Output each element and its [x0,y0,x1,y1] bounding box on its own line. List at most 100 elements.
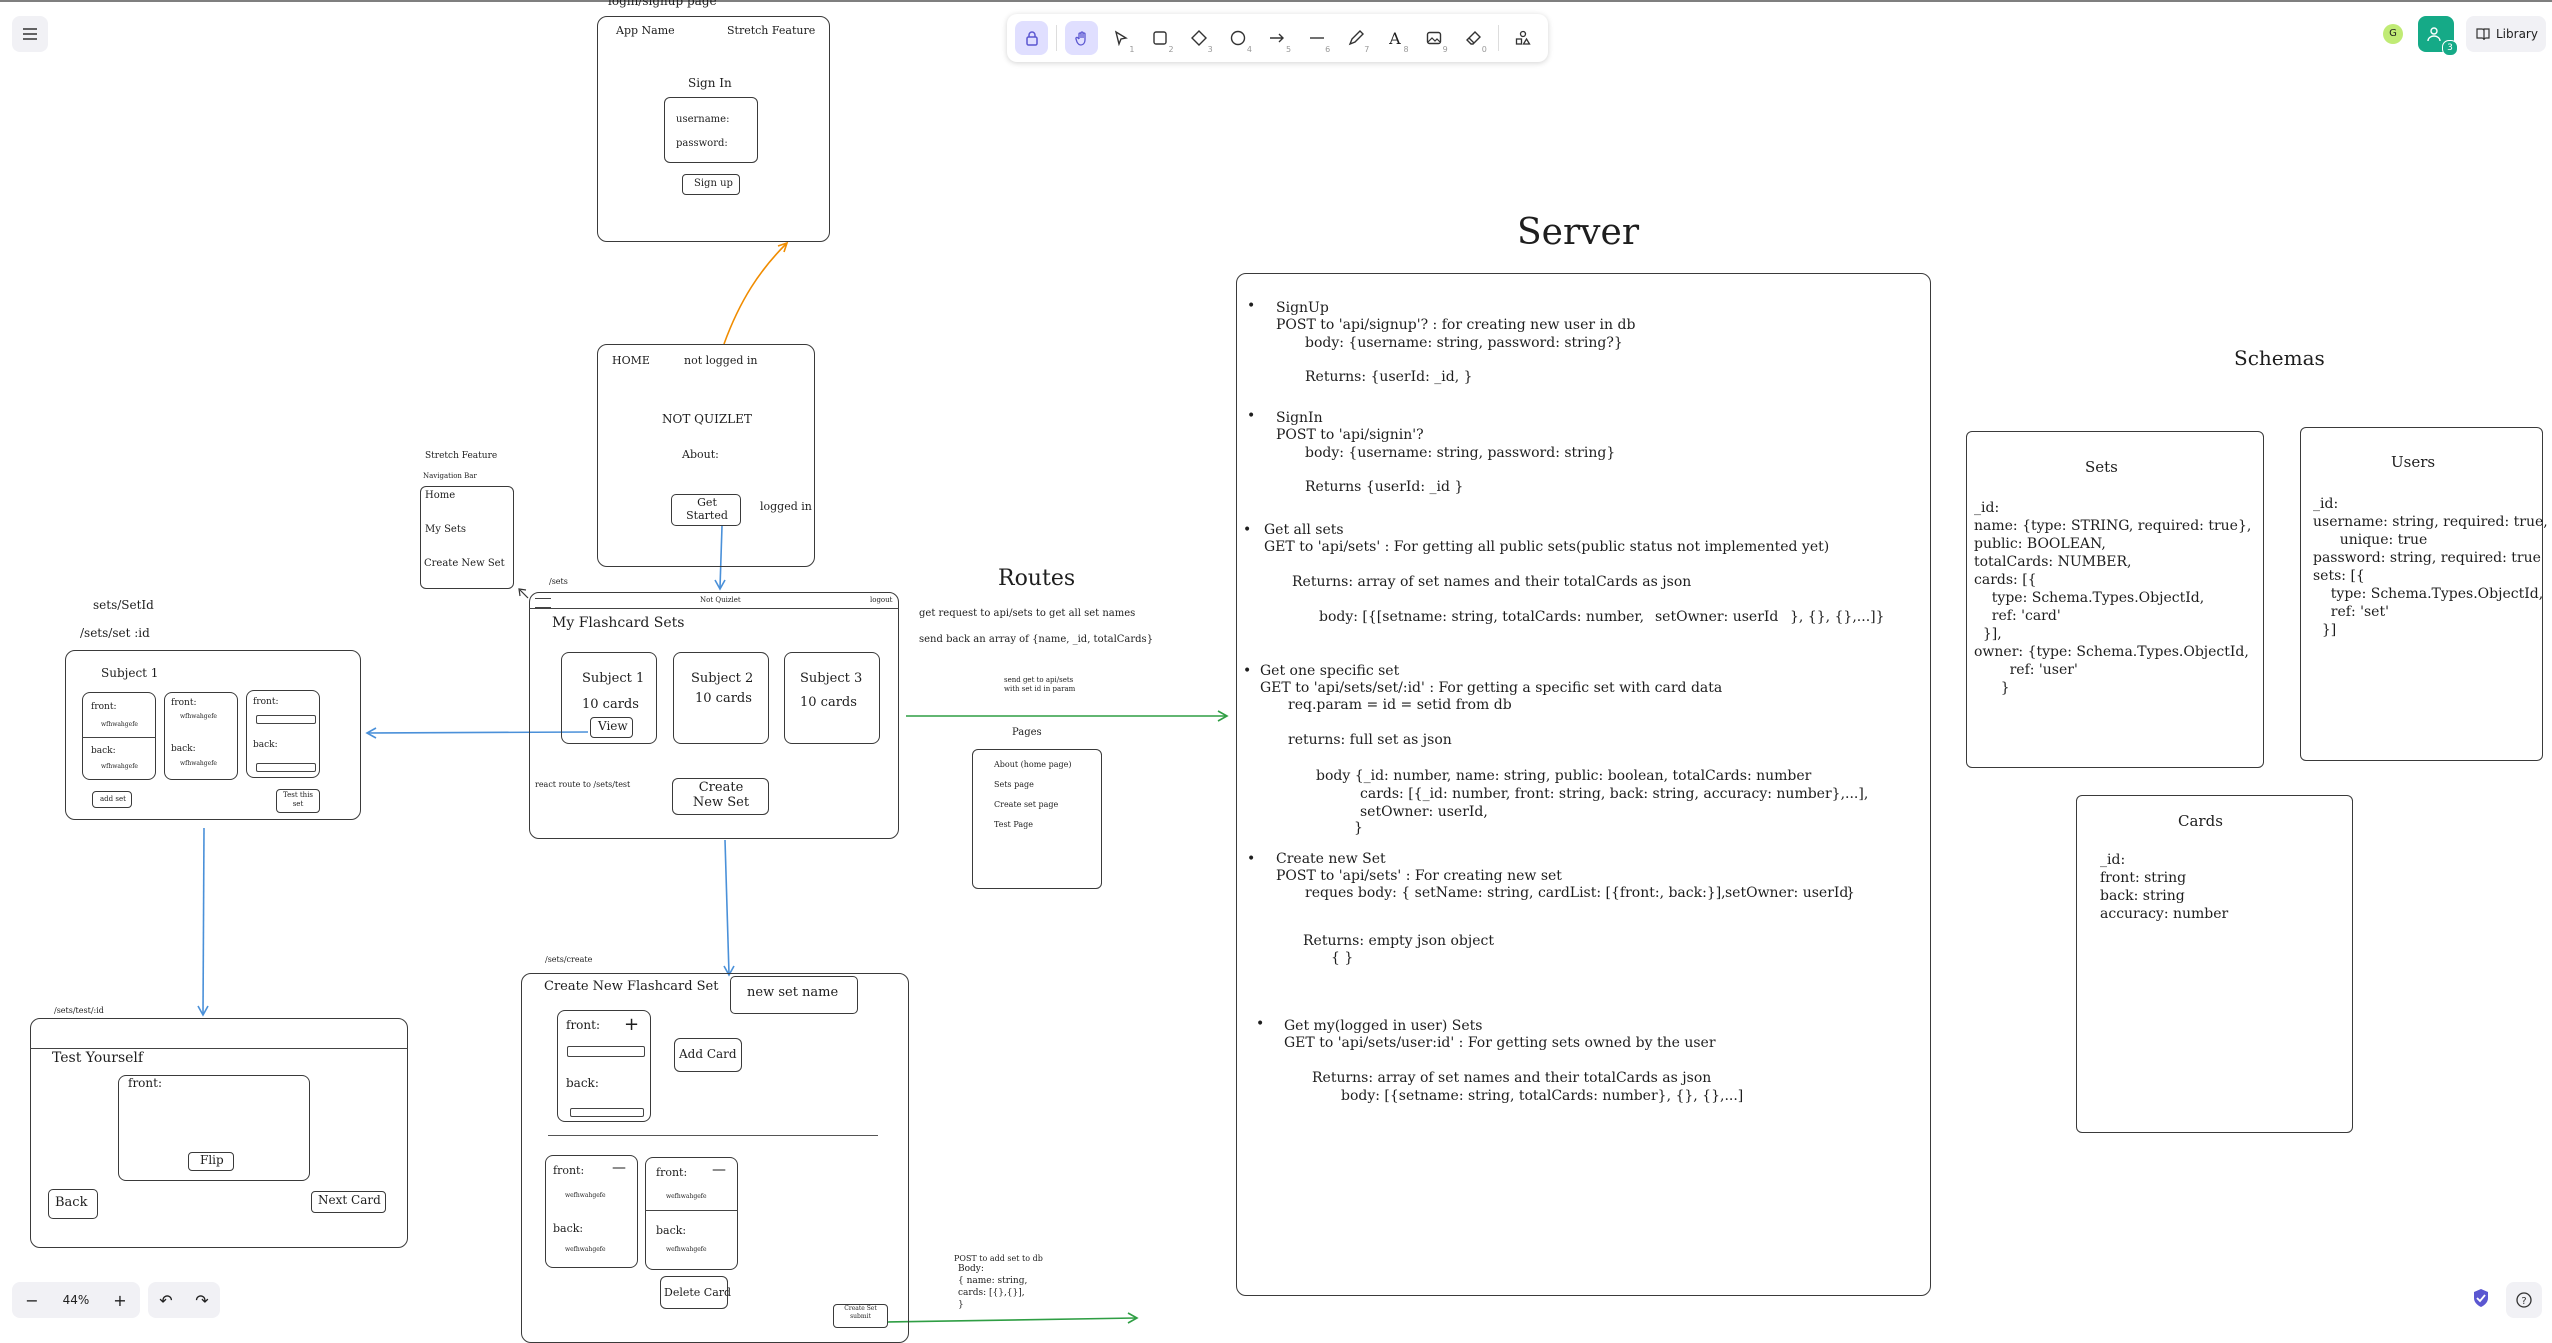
created2-front: front: [656,1166,688,1179]
back-button[interactable] [48,1189,98,1219]
sets-schema-box[interactable] [1966,431,2264,768]
view-button[interactable] [590,717,633,738]
signup-l2: body: {username: string, password: strin… [1305,335,1623,351]
diamond-tool[interactable]: 3 [1183,21,1216,55]
next-card-button[interactable] [311,1191,386,1213]
add-card-label: Add Card [679,1047,737,1061]
home-wireframe[interactable] [597,344,815,567]
zoom-level[interactable]: 44% [62,1293,90,1307]
zoom-in-button[interactable]: + [113,1290,127,1310]
rectangle-tool[interactable]: 2 [1143,21,1176,55]
card3-front-input[interactable] [256,715,316,724]
minus-icon[interactable]: — [712,1162,726,1178]
subject-1-name: Subject 1 [582,671,645,686]
getone-l3: returns: full set as json [1288,732,1452,748]
test-set-button[interactable] [276,789,320,813]
setid-flashcard-3[interactable] [246,690,320,778]
create-new-set-button[interactable] [672,778,769,815]
shortcut-key: 1 [1129,45,1135,54]
help-button[interactable]: ? [2506,1282,2542,1318]
plus-icon[interactable]: + [624,1014,640,1035]
shortcut-key: 2 [1168,45,1174,54]
delete-card-label: Delete Card [664,1286,732,1299]
editor-front-input[interactable] [567,1046,645,1057]
get-started-label: Get Started [686,496,728,522]
add-card-button[interactable] [674,1038,742,1072]
eraser-tool[interactable]: 0 [1457,21,1490,55]
create-l4: { } [1331,950,1354,966]
nav-stretch-label: Stretch Feature [425,451,498,461]
pages-box[interactable] [972,749,1102,889]
selection-tool[interactable]: 1 [1104,21,1137,55]
getone-l2: req.param = id = setid from db [1288,697,1512,713]
setid-flashcard-2[interactable] [164,692,238,780]
schema-line: cards: [{ [1974,572,2037,588]
getall-l1: GET to 'api/sets' : For getting all publ… [1264,539,1830,555]
cards-schema-box[interactable] [2076,795,2353,1133]
not-logged-in-label: not logged in [684,354,758,367]
created-card-1[interactable] [545,1155,638,1268]
sets-title: My Flashcard Sets [552,615,685,631]
getall-head: Get all sets [1264,522,1344,538]
shortcut-key: 7 [1364,45,1370,54]
pointer-icon [1114,30,1128,46]
subject-card-3[interactable] [784,652,880,744]
bullet: • [1247,298,1256,314]
server-box[interactable] [1236,273,1931,1296]
set-name-input[interactable] [730,976,858,1014]
lock-tool[interactable] [1015,21,1049,55]
hand-tool[interactable] [1065,21,1099,55]
setid-route: /sets/set :id [80,626,150,640]
undo-button[interactable]: ↶ [159,1290,173,1310]
getmy-l1: GET to 'api/sets/user:id' : For getting … [1284,1035,1716,1051]
add-set-button[interactable] [92,791,132,808]
signup-button[interactable] [682,174,740,195]
eraser-icon [1466,31,1482,45]
create-set-submit-button[interactable] [833,1304,888,1328]
sets-schema-title: Sets [2085,458,2118,476]
minus-icon[interactable]: — [612,1160,626,1176]
sets-route: /sets [549,577,568,586]
svg-text:?: ? [2521,1296,2526,1307]
card3-back-input[interactable] [256,763,316,772]
redo-button[interactable]: ↷ [195,1290,209,1310]
setid-flashcard-1[interactable] [82,692,156,780]
library-button[interactable]: Library [2466,16,2546,52]
subject-card-1[interactable] [561,652,657,744]
user-avatar[interactable]: G [2383,24,2403,44]
users-schema-box[interactable] [2300,427,2543,761]
more-tools[interactable] [1507,21,1540,55]
shortcut-key: 3 [1207,45,1213,54]
bullet: • [1247,408,1256,424]
editor-back-input[interactable] [570,1108,644,1117]
zoom-out-button[interactable]: − [25,1290,39,1310]
main-menu-button[interactable] [12,16,48,52]
created-card-2[interactable] [645,1157,738,1270]
test-set-label: Test this set [282,791,314,808]
line-tool[interactable]: 6 [1300,21,1333,55]
page-item-4: Test Page [994,820,1033,829]
draw-tool[interactable]: 7 [1339,21,1372,55]
arrow-icon [1270,33,1285,43]
subject-card-2[interactable] [673,652,769,744]
ellipse-tool[interactable]: 4 [1222,21,1255,55]
test-flashcard[interactable] [118,1075,310,1181]
collaborators-button[interactable]: 3 [2418,16,2458,56]
post-note-1: POST to add set to db [954,1254,1043,1263]
schema-line: unique: true [2313,532,2428,548]
get-started-button[interactable] [671,494,741,526]
setid-wireframe[interactable] [65,650,361,820]
test-wireframe[interactable] [30,1018,408,1248]
delete-card-button[interactable] [660,1276,728,1309]
card2-front-text: wfhwahgefe [180,713,217,720]
login-wireframe[interactable] [597,16,830,242]
new-card-editor[interactable] [557,1010,651,1122]
signup-button-label: Sign up [694,178,733,189]
flip-button[interactable] [188,1152,234,1171]
nav-bar-wireframe[interactable] [420,486,514,589]
image-tool[interactable]: 9 [1418,21,1451,55]
shield-check-icon[interactable] [2472,1288,2490,1312]
arrow-tool[interactable]: 5 [1261,21,1294,55]
sets-wireframe[interactable] [529,592,899,839]
